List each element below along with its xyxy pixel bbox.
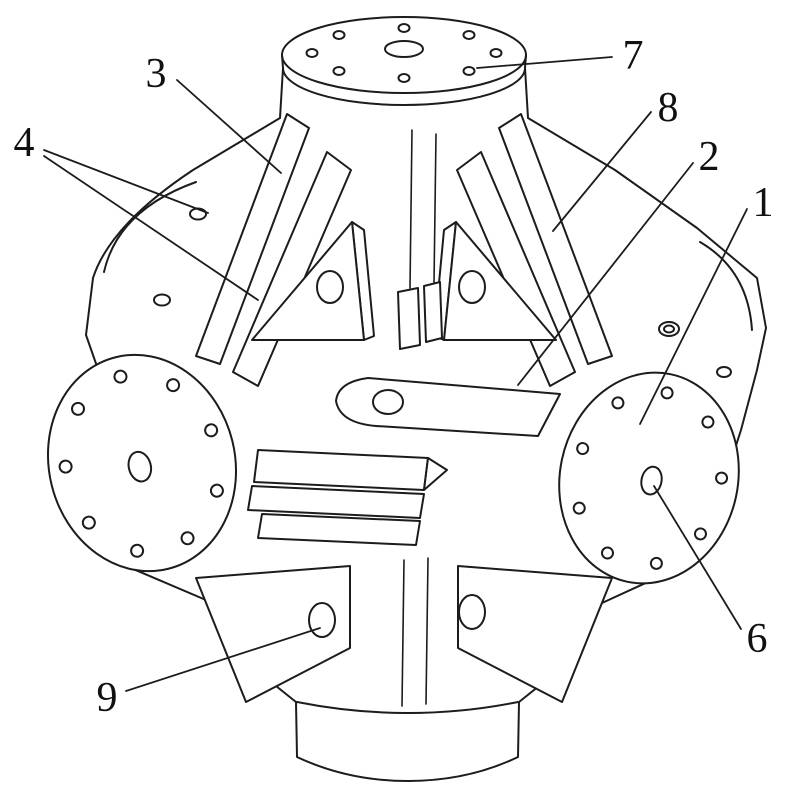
center-slot xyxy=(397,281,443,350)
bracket-hole xyxy=(458,270,486,304)
arm-hole xyxy=(372,389,404,415)
callout-label-8: 8 xyxy=(658,85,679,131)
bolt-hole xyxy=(397,73,411,83)
left-flange-face xyxy=(46,353,238,573)
slot-tab xyxy=(397,287,421,350)
callout-label-7: 7 xyxy=(623,33,644,79)
bolt-hole xyxy=(130,543,145,558)
bolt-hole xyxy=(397,23,411,33)
leader-line-4b xyxy=(43,155,259,301)
callout-label-1: 1 xyxy=(753,180,774,226)
callout-label-4: 4 xyxy=(14,120,35,166)
leader-line-8 xyxy=(552,111,652,232)
bolt-hole xyxy=(332,66,346,76)
edge-line xyxy=(401,559,405,707)
bolt-hole xyxy=(332,30,346,40)
center-column-lines xyxy=(401,129,437,707)
bolt-hole xyxy=(649,556,663,570)
callout-label-9: 9 xyxy=(97,675,118,721)
leader-line-7 xyxy=(476,56,613,69)
rear-left-rim xyxy=(103,181,197,273)
lower-right-rib xyxy=(457,565,613,703)
right-flange-face xyxy=(558,371,740,585)
center-hole xyxy=(384,40,424,58)
slot-tab xyxy=(423,281,443,343)
side-hole-inner xyxy=(663,324,675,334)
leader-line-1 xyxy=(639,208,748,425)
center-hole xyxy=(640,465,663,496)
bracket xyxy=(443,221,557,341)
rib xyxy=(195,113,310,365)
leader-line-2 xyxy=(517,162,694,386)
edge-line xyxy=(409,129,413,289)
center-arm xyxy=(335,377,561,437)
rear-right-rim xyxy=(699,241,753,331)
edge-line xyxy=(425,557,429,705)
callout-label-3: 3 xyxy=(146,51,167,97)
bolt-hole xyxy=(600,546,614,560)
bracket-hole xyxy=(316,270,344,304)
cylinder-top-edge xyxy=(296,701,519,714)
leader-line-3 xyxy=(176,79,282,174)
bolt-hole xyxy=(153,293,171,307)
bolt-hole xyxy=(180,531,195,546)
bolt-hole xyxy=(81,515,96,530)
slab xyxy=(247,485,425,519)
center-hole xyxy=(127,450,153,483)
flange-edge xyxy=(281,54,284,69)
left-flange xyxy=(46,353,238,573)
callout-label-2: 2 xyxy=(699,134,720,180)
bolt-hole xyxy=(204,423,219,438)
bolt-hole xyxy=(462,30,476,40)
drawing-root: 1 2 3 4 6 7 8 9 xyxy=(14,16,774,782)
bolt-hole xyxy=(166,378,181,393)
bolt-hole xyxy=(660,386,674,400)
bolt-hole xyxy=(58,459,73,474)
bottom-cylinder xyxy=(296,701,519,714)
flange-edge xyxy=(524,54,527,69)
bolt-hole xyxy=(71,401,86,416)
rear-right-flange xyxy=(658,241,753,378)
rib-hole xyxy=(308,602,336,638)
callouts: 1 2 3 4 6 7 8 9 xyxy=(14,33,774,721)
bolt-hole xyxy=(305,48,319,58)
edge-line xyxy=(433,133,437,285)
upper-right-ribs xyxy=(433,113,613,387)
bolt-hole xyxy=(611,396,625,410)
bolt-hole xyxy=(572,501,586,515)
bolt-hole xyxy=(715,471,729,485)
slab-end xyxy=(423,457,448,491)
bolt-hole xyxy=(716,366,732,378)
bolt-hole xyxy=(113,369,128,384)
slab xyxy=(253,449,429,491)
upper-left-ribs xyxy=(195,113,375,387)
callout-label-6: 6 xyxy=(747,616,768,662)
right-flange xyxy=(558,371,740,585)
leader-line-9 xyxy=(125,627,321,692)
lower-left-rib xyxy=(195,565,351,703)
bolt-hole xyxy=(701,415,715,429)
rib-plate xyxy=(195,565,351,703)
bolt-hole xyxy=(209,483,224,498)
leader-line-4a xyxy=(43,149,209,214)
mid-ribs xyxy=(247,449,448,546)
rib-hole xyxy=(458,594,486,630)
slab xyxy=(257,513,421,546)
top-flange xyxy=(281,16,527,94)
bolt-hole xyxy=(693,527,707,541)
bolt-hole xyxy=(576,442,590,456)
bolt-hole xyxy=(462,66,476,76)
bracket xyxy=(251,221,365,341)
leader-line-6 xyxy=(653,485,742,630)
rib-plate xyxy=(457,565,613,703)
side-hole xyxy=(658,321,680,337)
bolt-hole xyxy=(489,48,503,58)
arm-plate xyxy=(335,377,561,437)
